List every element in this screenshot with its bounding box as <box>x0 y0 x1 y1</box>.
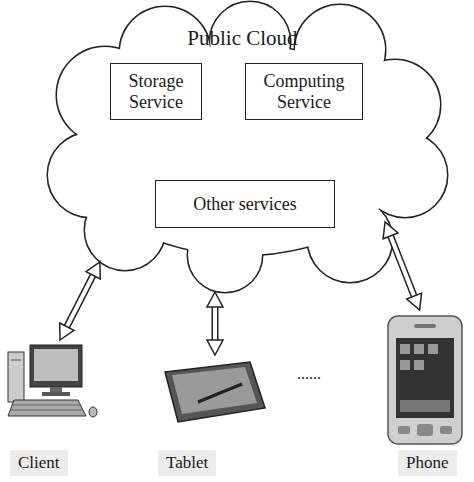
device-node: Phone <box>380 310 470 480</box>
cloud-node: Public CloudStorage Service Computing Ser… <box>40 0 445 292</box>
service-box: Other services <box>155 180 335 228</box>
double-arrow <box>60 262 101 340</box>
service-box: Storage Service <box>110 63 202 120</box>
phone-icon <box>388 316 462 444</box>
device-label: Client <box>10 450 68 476</box>
ellipsis-label: ...... <box>297 365 321 383</box>
device-node: Tablet <box>150 355 275 480</box>
box-label: Computing Service <box>248 71 360 112</box>
device-node: Client <box>0 340 100 480</box>
double-arrow <box>383 222 421 310</box>
service-box: Computing Service <box>245 63 363 120</box>
box-label: Storage Service <box>113 71 199 112</box>
device-label: Phone <box>398 450 457 476</box>
double-arrow <box>207 292 223 355</box>
cloud-title: Public Cloud <box>40 26 445 51</box>
box-label: Other services <box>193 194 296 215</box>
device-label: Tablet <box>158 450 216 476</box>
desktop-computer-icon <box>8 345 97 417</box>
tablet-icon <box>165 362 265 422</box>
